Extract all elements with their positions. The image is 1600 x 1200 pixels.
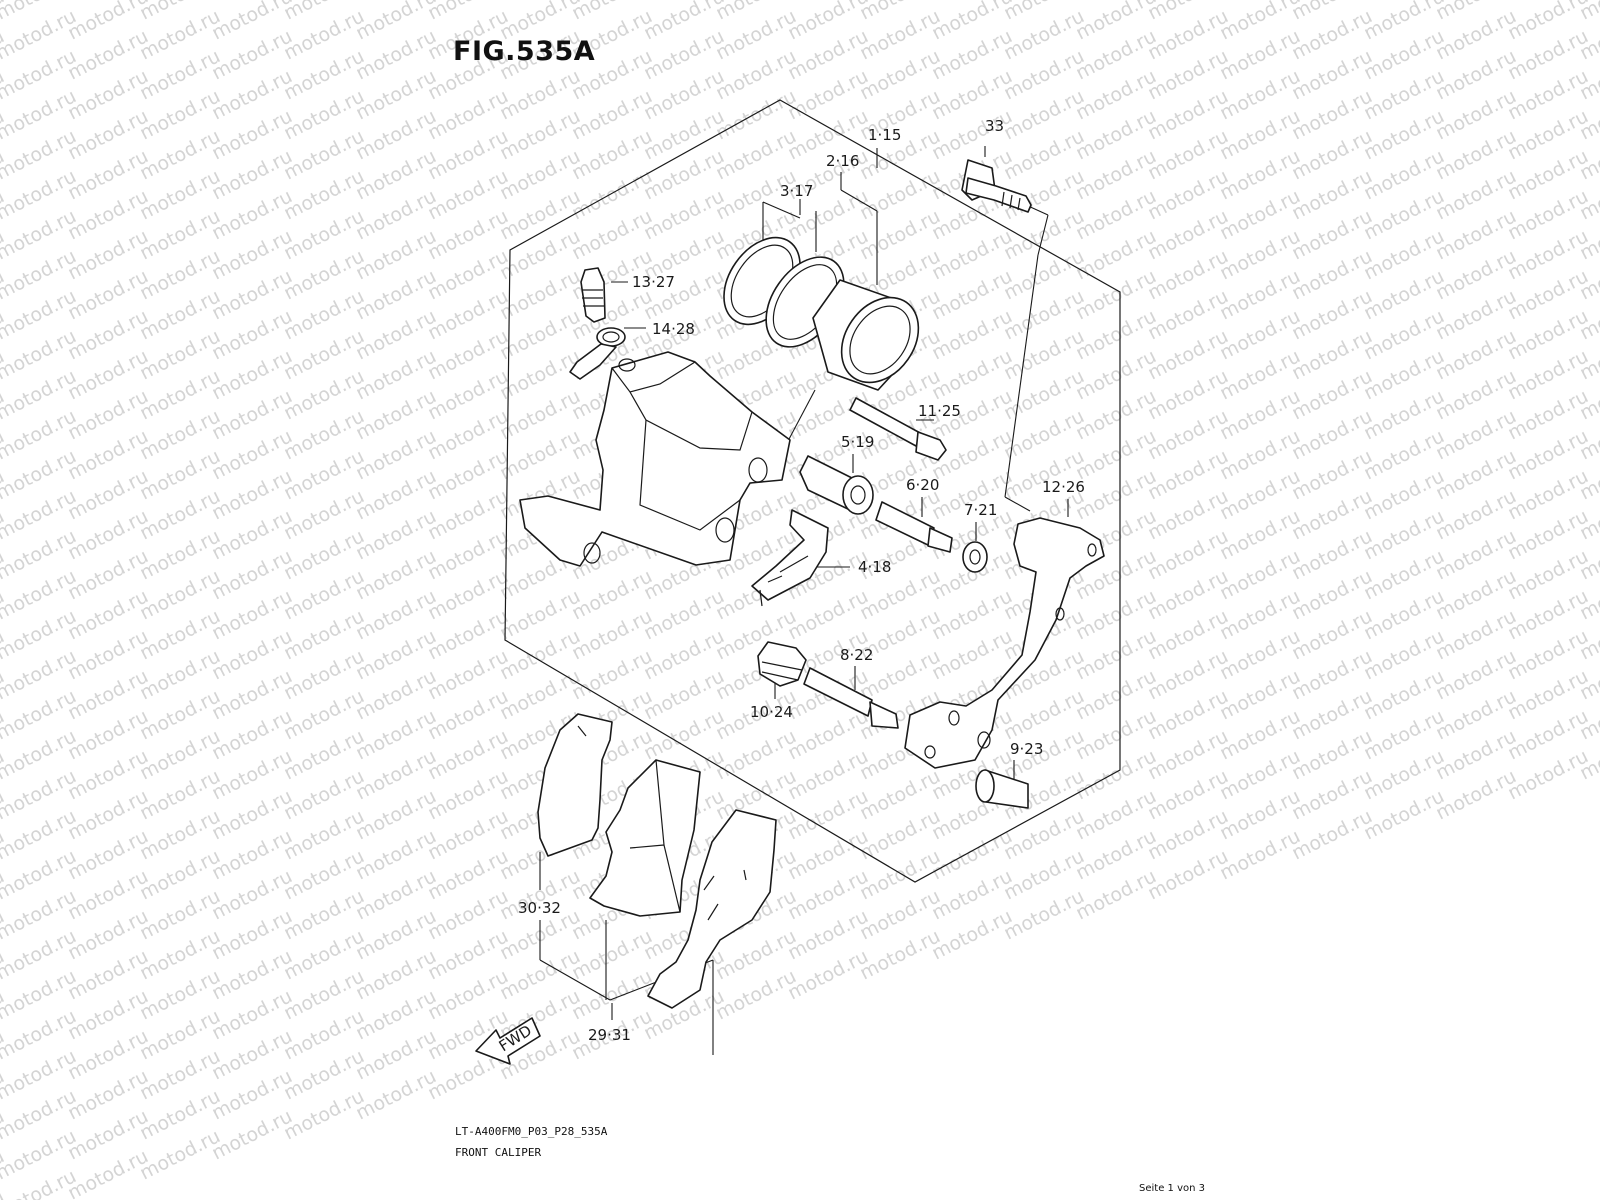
callout-30-32: 30·32	[518, 899, 561, 917]
pad-shim	[647, 809, 777, 1009]
caliper-bracket-12	[904, 517, 1105, 769]
callout-9-23: 9·23	[1010, 740, 1043, 758]
bolt-33	[961, 159, 1032, 213]
callout-6-20: 6·20	[906, 476, 939, 494]
callout-5-19: 5·19	[841, 433, 874, 451]
piston	[812, 279, 920, 391]
caliper-body	[519, 351, 791, 567]
brake-pad-inner	[537, 713, 613, 857]
figure-title: FIG.535A	[453, 36, 596, 67]
callout-12-26: 12·26	[1042, 478, 1085, 496]
sleeve-9	[975, 769, 1029, 809]
slide-pin-8	[803, 667, 899, 729]
drawing-name: FRONT CALIPER	[455, 1146, 542, 1159]
callout-1-15: 1·15	[868, 126, 901, 144]
boot-10	[757, 641, 807, 687]
callout-33: 33	[985, 117, 1004, 135]
drawing-code: LT-A400FM0_P03_P28_535A	[455, 1125, 608, 1138]
callout-8-22: 8·22	[840, 646, 873, 664]
pad-spring-4	[751, 509, 829, 607]
callout-29-31: 29·31	[588, 1026, 631, 1044]
callout-3-17: 3·17	[780, 182, 813, 200]
callouts: 1·15 2·16 3·17 33 13·27 14·28 11·25 5·19…	[518, 117, 1085, 1044]
callout-4-18: 4·18	[858, 558, 891, 576]
callout-13-27: 13·27	[632, 273, 675, 291]
fwd-arrow: FWD	[475, 1017, 541, 1065]
callout-14-28: 14·28	[652, 320, 695, 338]
bleeder-valve	[580, 267, 606, 323]
callout-10-24: 10·24	[750, 703, 793, 721]
boot-5	[799, 455, 874, 515]
callout-11-25: 11·25	[918, 402, 961, 420]
bleeder-cap	[569, 327, 626, 380]
page-indicator: Seite 1 von 3	[1139, 1183, 1205, 1194]
slide-pin-11	[849, 397, 947, 461]
callout-7-21: 7·21	[964, 501, 997, 519]
assembly-outline	[504, 99, 1121, 883]
brake-pad-backing	[589, 759, 701, 917]
washer-7	[962, 541, 988, 573]
slide-pin-6	[875, 501, 953, 553]
callout-2-16: 2·16	[826, 152, 859, 170]
